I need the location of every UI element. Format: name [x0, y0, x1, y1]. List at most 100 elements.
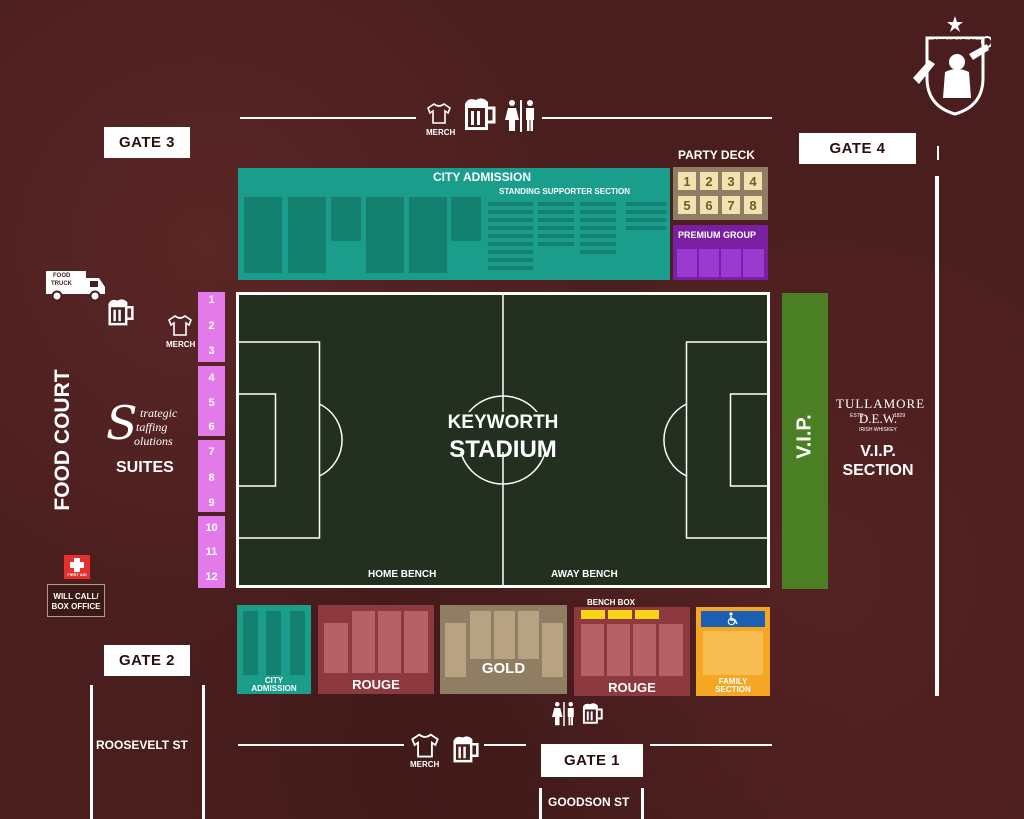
restroom-icon	[505, 100, 534, 132]
merch-label-west: MERCH	[166, 340, 196, 349]
city-admission-south-line1: CITY	[264, 676, 284, 685]
strategic-line3: olutions	[134, 434, 173, 448]
north-amenity-icons: MERCH	[422, 96, 540, 140]
seat-block	[703, 631, 763, 675]
stadium-name-line1: KEYWORTH	[447, 412, 559, 433]
away-bench-label: AWAY BENCH	[551, 569, 618, 580]
goodson-st-label: GOODSON ST	[548, 795, 630, 809]
suite-6[interactable]: 6	[208, 421, 215, 433]
deck-cell-6[interactable]: 6	[700, 196, 718, 214]
rouge-west-label: ROUGE	[352, 677, 400, 692]
food-truck-icon: FOOD TRUCK	[45, 270, 107, 302]
gate-2[interactable]: GATE 2	[104, 645, 190, 676]
goodson-st-right-curb	[641, 788, 644, 819]
deck-cell-8[interactable]: 8	[744, 196, 762, 214]
seat-block	[470, 611, 491, 659]
party-deck-section[interactable]: 1 2 3 4 5 6 7 8	[673, 167, 768, 220]
shirt-icon	[427, 103, 451, 124]
food-truck-line1: FOOD	[53, 273, 71, 279]
seat-block	[699, 249, 719, 277]
premium-group-section[interactable]: PREMIUM GROUP	[673, 225, 768, 280]
suite-4[interactable]: 4	[208, 372, 215, 384]
suite-2[interactable]: 2	[208, 320, 215, 332]
gate-3[interactable]: GATE 3	[104, 127, 190, 158]
gold-section[interactable]: GOLD	[440, 605, 567, 694]
bench-box-seat[interactable]	[635, 610, 659, 619]
roosevelt-st-right-curb	[202, 685, 205, 819]
family-section[interactable]: FAMILY SECTION	[696, 607, 770, 696]
first-aid-label: FIRST AID	[67, 572, 87, 577]
shirt-icon	[168, 315, 192, 336]
tullamore-dew-logo: TULLAMORE D.E.W. ESTD 1829 IRISH WHISKEY	[836, 396, 926, 440]
pitch: KEYWORTH STADIUM HOME BENCH AWAY BENCH	[236, 292, 770, 588]
deck-cell-1[interactable]: 1	[678, 172, 696, 190]
seat-block	[331, 197, 361, 241]
seat-block	[324, 623, 348, 673]
irish-whiskey-text: IRISH WHISKEY	[859, 427, 897, 433]
seat-block	[266, 611, 281, 675]
will-call-box-office[interactable]: WILL CALL/ BOX OFFICE	[47, 584, 105, 617]
suites-block-1[interactable]: 1 2 3	[198, 292, 225, 362]
seat-block	[721, 249, 741, 277]
year-text: 1829	[894, 413, 906, 419]
seat-block	[518, 611, 539, 659]
city-admission-south-section[interactable]: CITY ADMISSION	[237, 605, 311, 694]
seat-block	[659, 624, 683, 676]
strategic-line2: taffing	[136, 420, 168, 434]
rouge-east-section[interactable]: ROUGE	[574, 607, 690, 696]
gold-label: GOLD	[481, 660, 526, 677]
family-section-line1: FAMILY	[718, 677, 748, 686]
s-cubed-glyph: S	[106, 396, 138, 450]
wheelchair-icon	[727, 612, 738, 626]
shirt-icon	[411, 733, 439, 758]
bench-box-seat[interactable]	[581, 610, 605, 619]
suite-5[interactable]: 5	[208, 397, 215, 409]
suite-7[interactable]: 7	[208, 446, 215, 458]
suites-block-3[interactable]: 7 8 9	[198, 440, 225, 512]
food-truck-line2: TRUCK	[51, 281, 72, 287]
goodson-st-left-curb	[539, 788, 542, 819]
gate4-path	[937, 146, 939, 160]
seat-block	[581, 624, 604, 676]
suite-3[interactable]: 3	[208, 345, 215, 357]
tullamore-text: TULLAMORE	[836, 396, 926, 411]
merch-label-south: MERCH	[410, 760, 440, 769]
suites-block-2[interactable]: 4 5 6	[198, 366, 225, 436]
city-admission-north-section[interactable]: CITY ADMISSION STANDING SUPPORTER SECTIO…	[238, 168, 670, 280]
suite-8[interactable]: 8	[208, 472, 215, 484]
bench-box-label: BENCH BOX	[587, 598, 636, 607]
beer-icon	[465, 98, 496, 130]
roosevelt-st-label: ROOSEVELT ST	[96, 738, 188, 752]
gate-4[interactable]: GATE 4	[799, 133, 916, 164]
home-bench-label: HOME BENCH	[368, 569, 437, 580]
dew-text: D.E.W.	[858, 411, 898, 426]
suite-1[interactable]: 1	[208, 294, 215, 306]
deck-cell-5[interactable]: 5	[678, 196, 696, 214]
strategic-line1: trategic	[140, 406, 178, 420]
beer-icon	[108, 299, 134, 326]
restroom-icon	[552, 702, 574, 726]
gate-1[interactable]: GATE 1	[541, 744, 643, 777]
suites-block-4[interactable]: 10 11 12	[198, 516, 225, 588]
accessible-seating	[701, 611, 765, 627]
deck-cell-4[interactable]: 4	[744, 172, 762, 190]
north-path-right	[542, 117, 772, 119]
vip-section-label-line2: SECTION	[842, 462, 914, 479]
beer-icon	[453, 736, 479, 763]
suite-9[interactable]: 9	[208, 497, 215, 509]
seat-block	[290, 611, 305, 675]
deck-cell-2[interactable]: 2	[700, 172, 718, 190]
bench-box-seat[interactable]	[608, 610, 632, 619]
beer-icon	[582, 703, 603, 724]
vip-section[interactable]: V.I.P.	[782, 293, 828, 589]
suite-12[interactable]: 12	[205, 571, 218, 583]
rouge-west-section[interactable]: ROUGE	[318, 605, 434, 694]
seat-block	[378, 611, 401, 673]
suite-10[interactable]: 10	[205, 522, 218, 534]
deck-cell-3[interactable]: 3	[722, 172, 740, 190]
seat-block	[445, 623, 466, 677]
rouge-east-label: ROUGE	[608, 680, 656, 695]
stadium-name-bg	[416, 412, 590, 452]
deck-cell-7[interactable]: 7	[722, 196, 740, 214]
suite-11[interactable]: 11	[205, 546, 218, 558]
